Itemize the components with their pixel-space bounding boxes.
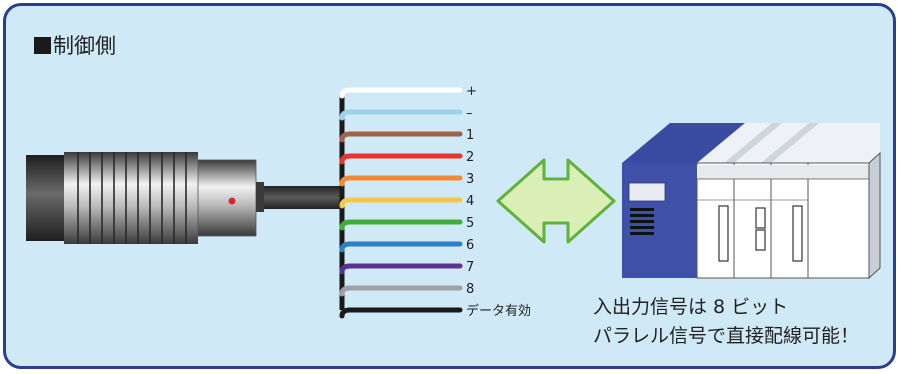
- wire-label-10: 8: [466, 282, 474, 297]
- connector-icon: [26, 152, 342, 244]
- double-arrow-icon: [496, 158, 616, 244]
- wire-bundle: + – 1 2 3 4 5 6 7 8 データ有効: [339, 84, 531, 319]
- wire-4: [339, 153, 463, 165]
- wire-8: [339, 241, 463, 253]
- wire-label-8: 6: [466, 238, 474, 253]
- title-square-icon: [34, 36, 51, 54]
- wire-7: [339, 219, 463, 231]
- wire-3: [339, 131, 463, 143]
- panel-title: 制御側: [34, 30, 116, 60]
- caption-line-1: 入出力信号は 8 ビット: [593, 296, 789, 318]
- wire-label-2: –: [466, 106, 473, 121]
- title-text: 制御側: [53, 34, 116, 58]
- caption: 入出力信号は 8 ビット パラレル信号で直接配線可能！: [593, 293, 859, 351]
- wire-label-7: 5: [466, 216, 474, 231]
- wire-5: [339, 175, 463, 187]
- wire-label-3: 1: [466, 128, 474, 143]
- wire-1: [339, 87, 463, 99]
- wire-label-4: 2: [466, 150, 474, 165]
- plc-icon: [622, 123, 881, 280]
- plc-display: [628, 182, 666, 202]
- wire-label-1: +: [466, 84, 477, 99]
- cable: [264, 186, 342, 209]
- wire-10: [339, 285, 463, 297]
- wire-label-11: データ有効: [466, 303, 531, 319]
- wire-label-9: 7: [466, 260, 474, 275]
- wire-11: [339, 307, 463, 319]
- wire-label-5: 3: [466, 172, 474, 187]
- wire-2: [339, 109, 463, 121]
- wire-6: [339, 197, 463, 209]
- caption-line-2: パラレル信号で直接配線可能！: [593, 325, 860, 347]
- indicator-led: [228, 197, 236, 205]
- wire-9: [339, 263, 463, 275]
- wire-label-6: 4: [466, 194, 474, 209]
